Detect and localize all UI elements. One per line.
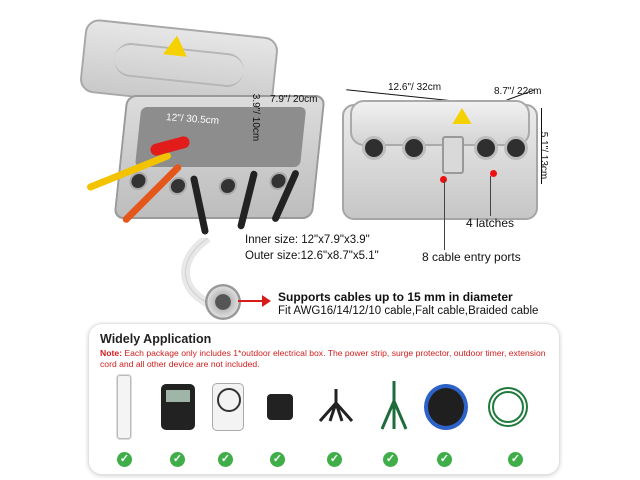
plug-in-timer-icon: [258, 372, 302, 442]
outer-length-label: 12.6"/ 32cm: [388, 82, 442, 93]
outer-size-text: Outer size:12.6"x8.7"x5.1": [245, 250, 379, 262]
support-subtitle: Fit AWG16/14/12/10 cable,Falt cable,Brai…: [278, 305, 539, 317]
application-note: Note: Each package only includes 1*outdo…: [100, 348, 550, 370]
note-text: Each package only includes 1*outdoor ele…: [100, 348, 546, 369]
cable-cross-section-icon: [205, 284, 241, 320]
check-icon: ✓: [170, 452, 185, 467]
pointer-arrow: [238, 300, 266, 302]
check-icon: ✓: [270, 452, 285, 467]
closed-box: [342, 100, 538, 220]
arrow-head-icon: [262, 295, 271, 307]
cord-reel-icon: [424, 372, 468, 442]
inner-width-label: 7.9"/ 20cm: [270, 94, 318, 105]
power-strip-icon: [102, 372, 146, 442]
latch: [442, 136, 464, 174]
size-info: Inner size: 12"x7.9"x3.9" Outer size:12.…: [245, 232, 379, 264]
outer-width-label: 8.7"/ 22cm: [494, 86, 542, 97]
mechanical-timer-icon: [206, 372, 250, 442]
splitter-cord-icon: [314, 372, 358, 442]
check-icon: ✓: [327, 452, 342, 467]
cable-coil-icon: [181, 238, 211, 308]
green-extension-cord-icon: [372, 372, 416, 442]
check-icon: ✓: [508, 452, 523, 467]
coiled-cord-icon: [486, 372, 530, 442]
warning-icon: [163, 34, 189, 57]
digital-timer-icon: [156, 372, 200, 442]
application-title: Widely Application: [100, 332, 212, 346]
latches-callout: 4 latches: [466, 216, 515, 230]
check-icon: ✓: [117, 452, 132, 467]
warning-icon: [452, 108, 472, 124]
check-icon: ✓: [383, 452, 398, 467]
ports-callout: 8 cable entry ports: [422, 250, 521, 264]
support-title: Supports cables up to 15 mm in diameter: [278, 290, 513, 304]
note-label: Note:: [100, 348, 122, 358]
check-icon: ✓: [218, 452, 233, 467]
inner-size-text: Inner size: 12"x7.9"x3.9": [245, 234, 370, 246]
outer-height-label: 5.1"/ 13cm: [538, 131, 550, 180]
check-icon: ✓: [437, 452, 452, 467]
inner-height-label: 3.9"/ 10cm: [250, 93, 262, 142]
